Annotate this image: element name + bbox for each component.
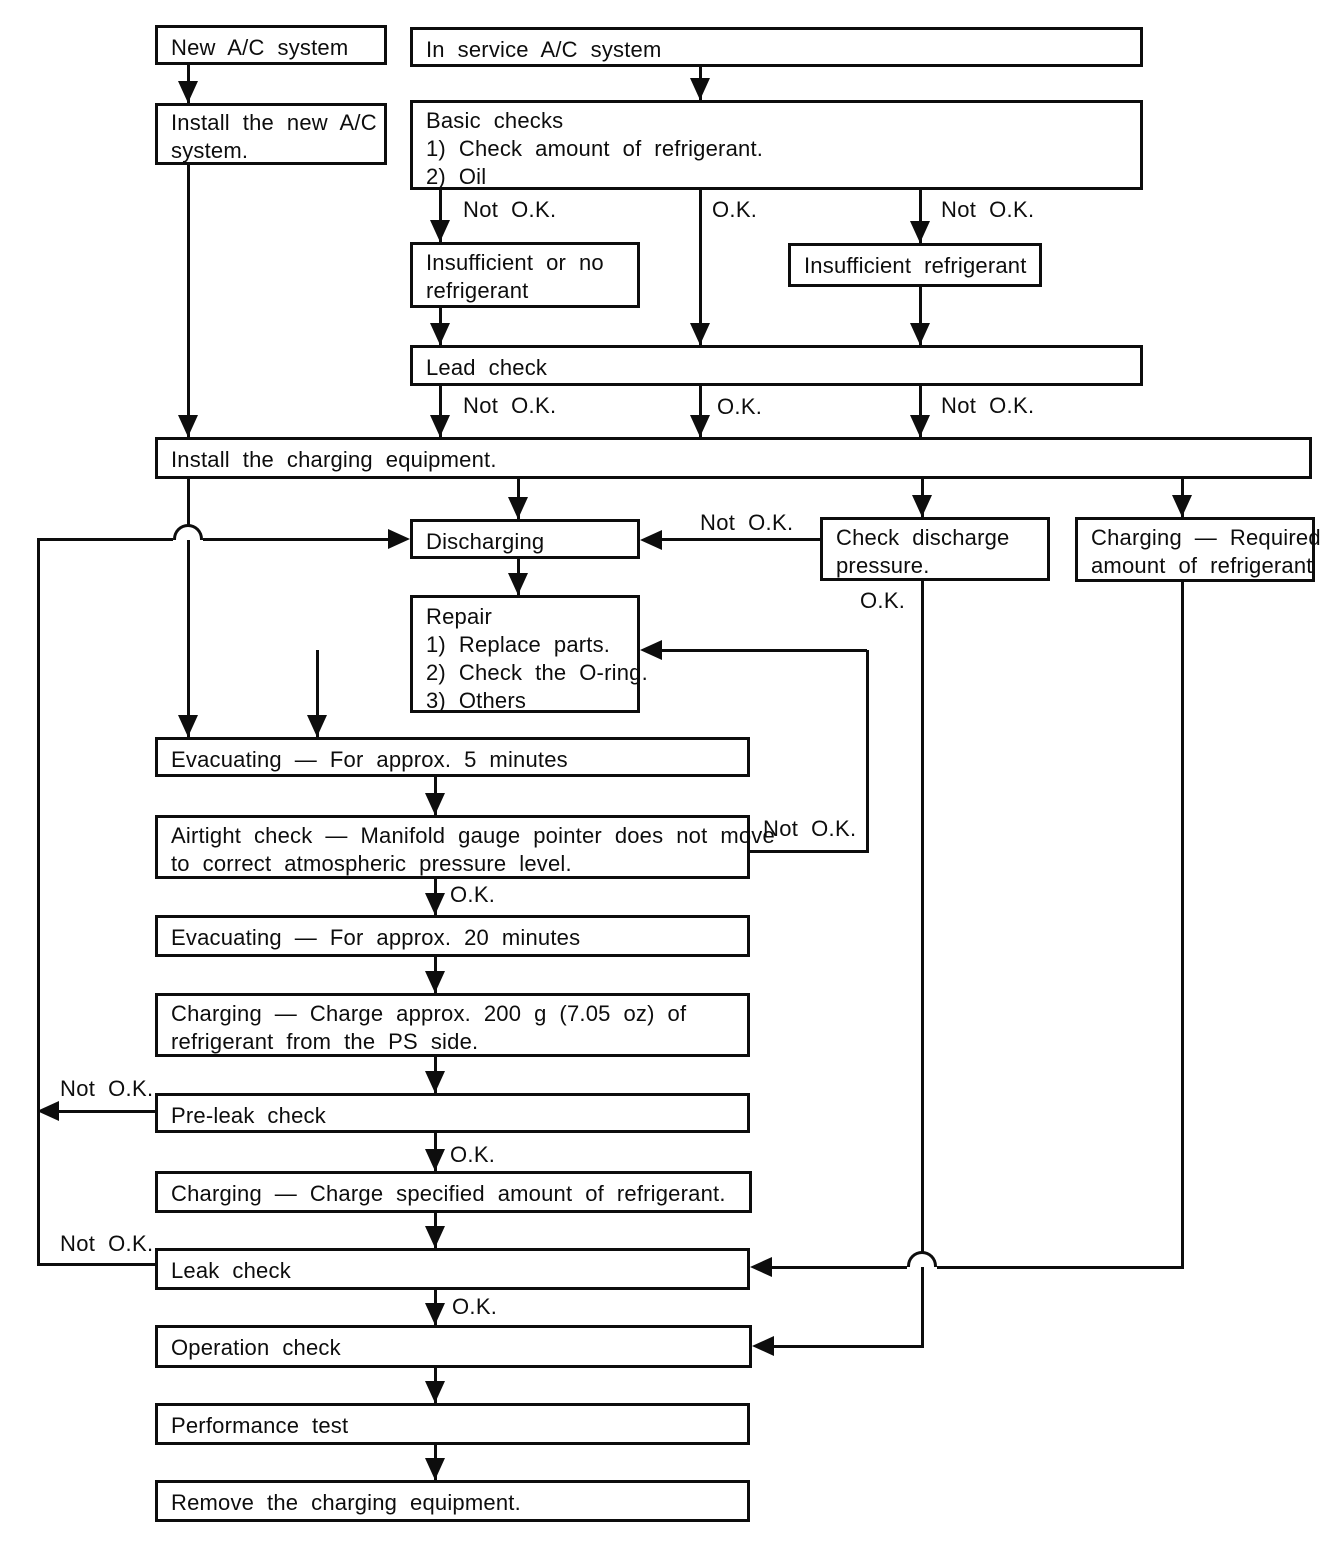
connector-basic-leadcheck [699,190,702,345]
arrow-into-leak-right [750,1257,772,1277]
arrow-into-repair-top [508,573,528,595]
arrow-into-discharging-left [388,529,410,549]
checkdischarge-ok-rail [921,581,924,1348]
node-install-new-ac: Install the new A/C system. [155,103,387,165]
arrow-into-discharging-right [640,530,662,550]
node-operation-check: Operation check [155,1325,752,1368]
arrow-into-performance [425,1381,445,1403]
node-charging-200g: Charging — Charge approx. 200 g (7.05 oz… [155,993,750,1057]
connector-leadcheck-installcharging-right [919,386,922,437]
node-check-discharge-pressure: Check discharge pressure. [820,517,1050,581]
connector-leak-notok-exit [37,1263,155,1266]
edge-label-ok-leak: O.K. [452,1294,498,1319]
return-feed-discharging-seg1 [37,538,173,541]
line-hop-leak-feed [907,1251,937,1267]
connector-basic-insufficientnone [439,190,442,242]
connector-installnew-installcharging [187,165,190,437]
edge-label-notok-2: Not O.K. [941,197,1035,222]
left-return-rail [37,539,40,1265]
arrow-into-installnew [178,81,198,103]
connector-leadcheck-installcharging-left [439,386,442,437]
arrow-into-leadcheck-left [430,323,450,345]
connector-checkdischarge-operation [774,1345,924,1348]
node-repair: Repair 1) Replace parts. 2) Check the O-… [410,595,648,713]
node-charging-specified: Charging — Charge specified amount of re… [155,1171,752,1213]
arrow-into-discharging-top [508,497,528,519]
arrow-into-leadcheck-mid [690,323,710,345]
node-performance-test: Performance test [155,1403,750,1445]
return-feed-discharging-seg2 [203,538,392,541]
connector-installcharging-evac5 [187,479,190,737]
arrow-into-preleak [425,1071,445,1093]
line-hop-discharging-feed [173,524,203,540]
edge-label-notok-preleak: Not O.K. [60,1076,154,1101]
arrow-into-charging200 [425,971,445,993]
chargingrequired-rail [1181,582,1184,1268]
node-charging-required-amount: Charging — Required amount of refrigeran… [1075,517,1321,582]
node-evacuating-5-min: Evacuating — For approx. 5 minutes [155,737,750,777]
connector-basic-insufficient [919,190,922,243]
connector-chargingrequired-leak-seg2 [937,1266,1184,1269]
arrow-into-installcharging-left [178,415,198,437]
arrow-into-basicchecks [690,78,710,100]
node-leak-check: Leak check [155,1248,750,1290]
arrow-into-operation-top [425,1303,445,1325]
arrow-into-evac5-fromrepair [307,715,327,737]
edge-label-ok-preleak: O.K. [450,1142,496,1167]
edge-label-ok-airtight: O.K. [450,882,496,907]
connector-preleak-notok-exit [56,1110,155,1113]
edge-label-ok-checkdischarge: O.K. [860,588,906,613]
arrow-into-leadcheck-right [910,323,930,345]
edge-label-notok-leak: Not O.K. [60,1231,154,1256]
arrow-into-installcharging-c [910,415,930,437]
node-airtight-check: Airtight check — Manifold gauge pointer … [155,815,775,879]
arrow-into-chargingspecified [425,1149,445,1171]
node-remove-charging-equipment: Remove the charging equipment. [155,1480,750,1522]
node-install-charging-equipment: Install the charging equipment. [155,437,1312,479]
arrow-into-insufficientnone [430,220,450,242]
arrow-into-installcharging-a [430,415,450,437]
arrow-into-evac5-left [178,715,198,737]
connector-insufficient-leadcheck [919,287,922,345]
edge-label-notok-airtight: Not O.K. [763,816,857,841]
edge-label-notok-discharge: Not O.K. [700,510,794,535]
arrow-preleak-into-rail [37,1101,59,1121]
arrow-into-remove [425,1458,445,1480]
edge-label-notok-4: Not O.K. [941,393,1035,418]
edge-label-ok-2: O.K. [717,394,763,419]
connector-repair-evac5-vertical [316,650,319,737]
connector-airtight-repair-vertical [866,650,869,851]
arrow-into-evac20 [425,893,445,915]
edge-label-ok-1: O.K. [712,197,758,222]
arrow-into-chargingrequired [1172,495,1192,517]
arrow-into-airtight [425,793,445,815]
connector-chargingrequired-leak-seg1 [772,1266,907,1269]
node-in-service-ac-system: In service A/C system [410,27,1143,67]
arrow-into-installcharging-b [690,415,710,437]
arrow-into-insufficient [910,221,930,243]
node-basic-checks: Basic checks 1) Check amount of refriger… [410,100,1143,190]
node-insufficient-or-no-refrigerant: Insufficient or no refrigerant [410,242,640,308]
node-evacuating-20-min: Evacuating — For approx. 20 minutes [155,915,750,957]
arrow-into-checkdischarge [912,495,932,517]
connector-airtight-notok-exit [750,850,869,853]
arrow-into-operation-right [752,1336,774,1356]
node-discharging: Discharging [410,519,640,559]
arrow-into-leak-top [425,1226,445,1248]
node-insufficient-refrigerant: Insufficient refrigerant [788,243,1042,287]
edge-label-notok-3: Not O.K. [463,393,557,418]
edge-label-notok-1: Not O.K. [463,197,557,222]
node-new-ac-system: New A/C system [155,25,387,65]
connector-airtight-repair-horizontal [662,649,867,652]
connector-checkdischarge-notok-discharging [658,538,820,541]
arrow-into-repair-right [640,640,662,660]
node-lead-check: Lead check [410,345,1143,386]
connector-leadcheck-installcharging-mid [699,386,702,437]
node-pre-leak-check: Pre-leak check [155,1093,750,1133]
